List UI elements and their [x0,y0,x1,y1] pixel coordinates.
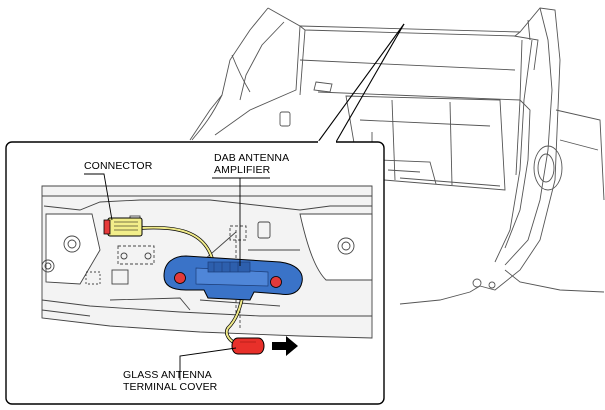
glass-antenna-terminal-cover-label: GLASS ANTENNA TERMINAL COVER [123,369,217,393]
amplifier-clip-right [270,276,282,288]
amplifier-clip-left [174,272,186,284]
glass-label-line-2: TERMINAL COVER [123,381,218,393]
vehicle-rear-outline [189,7,605,305]
dab-antenna-amplifier-label: DAB ANTENNA AMPLIFIER [214,152,289,176]
dab-label-line-2: AMPLIFIER [214,164,271,176]
connector[interactable] [103,217,143,237]
glass-antenna-terminal-cover[interactable] [231,337,265,355]
glass-label-line-1: GLASS ANTENNA [123,369,212,381]
connector-label: CONNECTOR [84,160,152,172]
connector-tip [103,219,111,235]
callout-leader [317,23,405,143]
dab-antenna-amplifier[interactable] [163,255,303,301]
antenna-harness [141,225,246,346]
arrow-right-icon [272,336,298,356]
dab-label-line-1: DAB ANTENNA [214,152,290,164]
connector-label-text: CONNECTOR [84,160,153,172]
label-leader-lines [84,173,270,380]
